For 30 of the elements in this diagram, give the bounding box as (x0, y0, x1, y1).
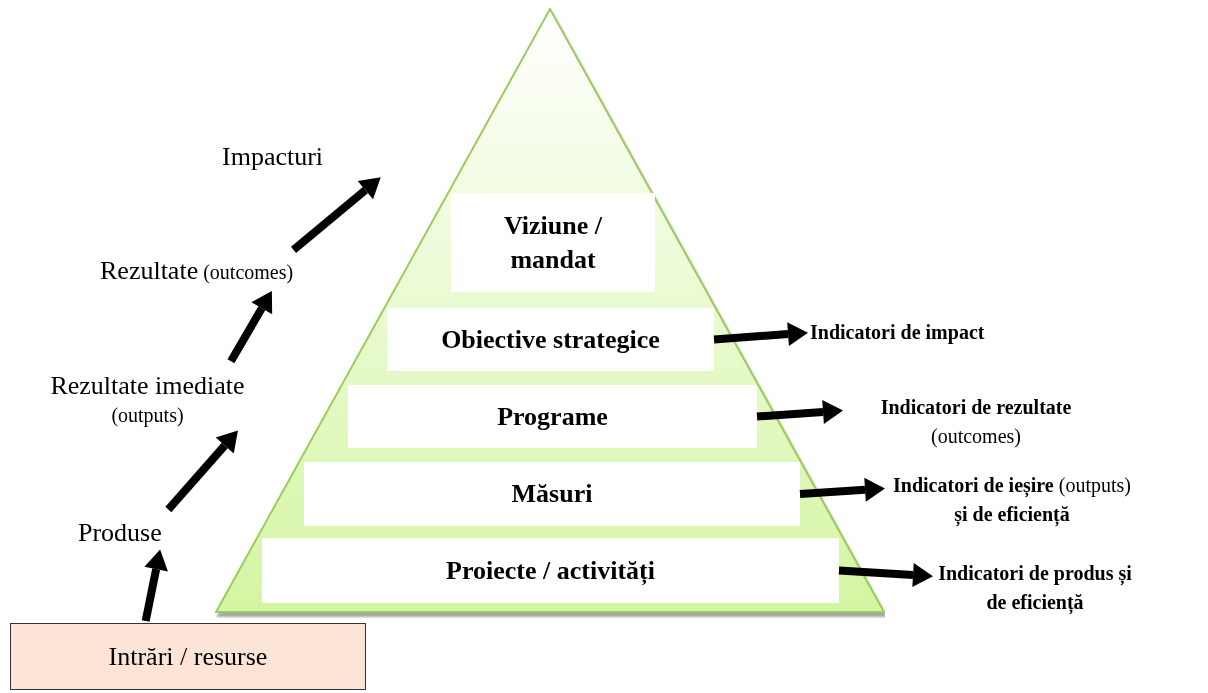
arrow (756, 399, 843, 424)
indicator-label: Indicatori de ieșire (outputs) și de eficiență (892, 473, 1132, 528)
arrow (713, 322, 808, 347)
arrow (799, 477, 885, 502)
arrow (290, 177, 381, 253)
stage-label: Produse (78, 517, 162, 549)
arrow (838, 563, 933, 588)
box-label: Programe (497, 400, 608, 433)
arrow (165, 430, 238, 513)
level-box (262, 538, 839, 603)
box-label: Intrări / resurse (108, 641, 268, 672)
stage-label: (outcomes) (202, 261, 294, 283)
stage-label: Rezultate (100, 256, 199, 285)
level-box (348, 385, 757, 448)
level-box (387, 308, 714, 371)
indicator-label: Indicatori de produs și de eficiență (937, 561, 1133, 616)
stage-label: Rezultate imediate (49, 370, 246, 402)
level-box (451, 193, 655, 292)
level-box (304, 462, 800, 526)
arrow (141, 549, 168, 622)
box-label: Proiecte / activități (446, 554, 655, 587)
box-label: Obiective strategice (441, 323, 660, 356)
stage-label: (outputs) (110, 402, 185, 428)
box-label: Măsuri (511, 478, 593, 511)
indicator-label: Indicatori de impact (810, 320, 985, 346)
box-label: Viziune / mandat (503, 209, 603, 276)
stage-label: Impacturi (222, 141, 325, 173)
arrow (227, 290, 273, 364)
input-box (10, 623, 366, 690)
indicator-label: Indicatori de rezultate (outcomes) (879, 395, 1073, 450)
